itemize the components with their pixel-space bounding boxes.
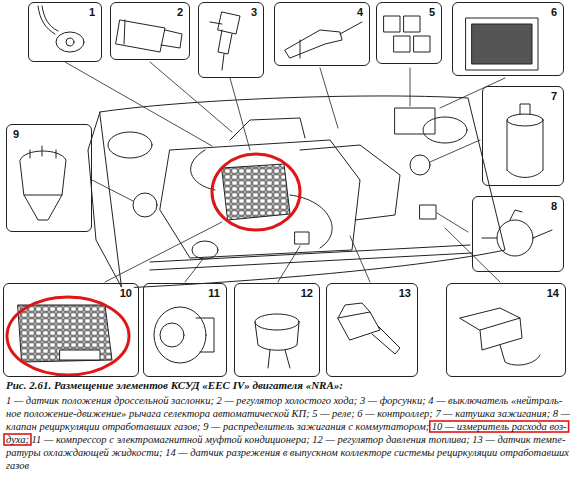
callout-number: 3 [249, 6, 259, 19]
sensor-icon [66, 38, 74, 46]
component-frame: 1 [28, 2, 102, 62]
controller-icon [466, 18, 538, 70]
callout-number: 4 [355, 6, 365, 19]
air-flow-meter [222, 164, 290, 220]
relay-icon [394, 36, 410, 52]
callout-number: 8 [549, 200, 559, 213]
component-frame: 11 [143, 283, 227, 377]
callout-number: 1 [87, 6, 97, 19]
compressor [192, 241, 218, 259]
callout-number: 13 [397, 287, 413, 300]
callout-number: 12 [299, 287, 315, 300]
meter-icon [18, 305, 112, 362]
battery [395, 108, 435, 134]
sensor-icon [460, 308, 540, 365]
component-frame: 8 [472, 196, 564, 272]
relay-icon [414, 36, 430, 52]
callout-number: 14 [545, 287, 561, 300]
distributor-icon [24, 146, 62, 195]
coil-icon [507, 104, 543, 178]
highlight-ellipse [212, 154, 300, 230]
coil-icon [507, 114, 543, 126]
figure-caption: 1 — датчик положения дроссельной заслонк… [6, 394, 577, 472]
callout-number: 11 [206, 287, 222, 300]
highlight-ellipse [7, 297, 129, 375]
callout-number: 7 [549, 90, 559, 103]
egr-valve [420, 205, 436, 219]
valve-icon [497, 220, 533, 256]
intake [230, 118, 305, 140]
callout-number: 2 [175, 6, 185, 19]
hose [191, 150, 333, 248]
relay-icon [384, 16, 400, 32]
component-frame: 2 [110, 2, 190, 60]
regulator-icon [116, 20, 182, 52]
figure-title: Рис. 2.61. Размещение элементов КСУД «EE… [6, 378, 577, 392]
component-frame: 14 [446, 283, 566, 377]
leader-lines [65, 62, 505, 282]
strut-tower [423, 117, 467, 143]
compressor-icon [196, 318, 214, 352]
component-frame: 12 [234, 283, 320, 377]
injector-icon [210, 12, 240, 70]
component-frame: 6 [452, 2, 564, 76]
controller-icon [472, 24, 532, 64]
switch-icon [285, 22, 362, 58]
component-frame: 3 [198, 2, 264, 78]
component-frame: 4 [274, 2, 370, 66]
regulator-icon [255, 322, 299, 368]
component-frame: 5 [376, 2, 442, 64]
valve-icon [482, 210, 552, 238]
callout-number: 9 [11, 128, 21, 141]
valve-cover [300, 145, 400, 220]
fuel-regulator [295, 232, 309, 244]
regulator-icon [255, 314, 299, 330]
distributor [133, 193, 157, 217]
engine-block [160, 140, 360, 258]
callout-number: 6 [549, 6, 559, 19]
coil [410, 155, 430, 175]
strut-tower [108, 132, 152, 158]
fender [88, 112, 122, 288]
meter-icon [60, 350, 100, 360]
sensor-icon [38, 6, 58, 34]
engine-bay [100, 96, 505, 288]
compressor-icon [154, 307, 206, 363]
callout-number: 5 [427, 6, 437, 19]
sensor-icon [56, 32, 84, 52]
distributor-icon [20, 151, 66, 220]
compressor-icon [160, 323, 184, 347]
component-frame: 7 [482, 86, 564, 186]
component-frame: 10 [3, 283, 139, 377]
sensor-icon [338, 303, 400, 354]
component-frame: 13 [326, 283, 418, 377]
component-frame: 9 [6, 124, 92, 232]
callout-number: 10 [118, 287, 134, 300]
relay-icon [404, 16, 420, 32]
